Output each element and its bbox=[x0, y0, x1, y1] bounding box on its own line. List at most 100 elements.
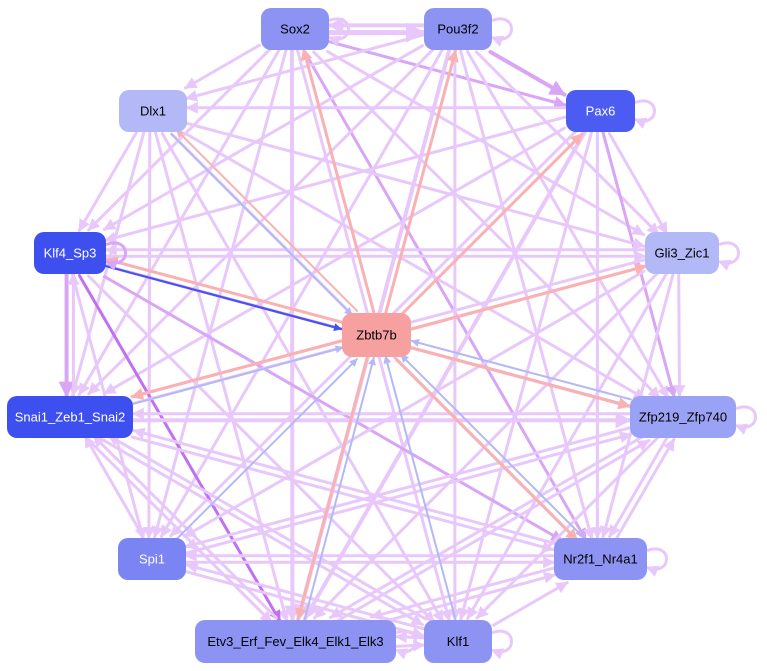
node-klf4[interactable]: Klf4_Sp3 bbox=[34, 232, 106, 274]
edge-gli3-to-etv3 bbox=[313, 270, 661, 620]
node-dlx1[interactable]: Dlx1 bbox=[119, 90, 187, 132]
edge-zbtb7b-to-etv3 bbox=[295, 354, 370, 621]
edge-sox2-to-nr2f1 bbox=[302, 50, 588, 541]
edge-pax6-to-snai1 bbox=[103, 126, 566, 395]
node-box-sox2 bbox=[261, 8, 329, 50]
self-loop-klf4 bbox=[104, 241, 127, 271]
edge-zfp219-to-zbtb7b bbox=[410, 338, 632, 401]
edge-dlx1-to-etv3 bbox=[154, 131, 290, 623]
edge-gli3-to-zfp219 bbox=[673, 272, 686, 398]
edge-zfp219-to-etv3 bbox=[329, 433, 647, 619]
edge-zbtb7b-to-pou3f2 bbox=[384, 49, 459, 316]
edge-zfp219-to-klf1 bbox=[475, 434, 661, 620]
edge-zbtb7b-to-klf4 bbox=[105, 256, 345, 324]
edge-pax6-to-klf4 bbox=[103, 115, 567, 244]
edge-sox2-to-etv3 bbox=[284, 48, 301, 622]
edge-zbtb7b-to-gli3 bbox=[410, 263, 648, 331]
node-label-klf4: Klf4_Sp3 bbox=[44, 246, 97, 261]
node-zbtb7b[interactable]: Zbtb7b bbox=[342, 313, 411, 357]
node-label-nr2f1: Nr2f1_Nr4a1 bbox=[563, 552, 637, 567]
node-box-spi1 bbox=[118, 538, 186, 580]
node-box-gli3 bbox=[645, 232, 719, 274]
node-label-pax6: Pax6 bbox=[586, 104, 616, 119]
edge-etv3-to-snai1 bbox=[92, 434, 278, 620]
node-nr2f1[interactable]: Nr2f1_Nr4a1 bbox=[554, 538, 647, 580]
edge-zbtb7b-to-nr2f1 bbox=[394, 357, 579, 542]
edge-sox2-to-pax6 bbox=[326, 39, 567, 108]
edge-pax6-to-gli3 bbox=[607, 132, 669, 235]
edge-dlx1-to-zfp219 bbox=[184, 132, 647, 401]
edge-snai1-to-zbtb7b bbox=[132, 345, 344, 405]
node-box-zbtb7b bbox=[342, 313, 411, 357]
node-box-klf4 bbox=[34, 232, 106, 274]
node-zfp219[interactable]: Zfp219_Zfp740 bbox=[630, 396, 736, 438]
edge-spi1-to-zfp219 bbox=[185, 431, 633, 555]
node-spi1[interactable]: Spi1 bbox=[118, 538, 186, 580]
node-box-zfp219 bbox=[630, 396, 736, 438]
edge-sox2-to-spi1 bbox=[151, 47, 288, 539]
self-loop-layer bbox=[104, 17, 757, 660]
edge-sox2-to-klf4 bbox=[87, 46, 273, 232]
node-box-pax6 bbox=[566, 90, 635, 132]
node-box-snai1 bbox=[7, 396, 133, 438]
edge-zbtb7b-to-zfp219 bbox=[408, 346, 631, 410]
node-gli3[interactable]: Gli3_Zic1 bbox=[645, 232, 719, 274]
edge-zfp219-to-nr2f1 bbox=[608, 435, 670, 538]
edge-nr2f1-to-zbtb7b bbox=[400, 353, 583, 537]
edge-klf4-to-zbtb7b bbox=[104, 264, 343, 332]
edge-pou3f2-to-klf4 bbox=[102, 44, 424, 231]
node-label-sox2: Sox2 bbox=[280, 22, 310, 37]
edge-dlx1-to-zbtb7b bbox=[170, 133, 353, 317]
edge-pou3f2-to-pax6 bbox=[488, 50, 567, 97]
node-sox2[interactable]: Sox2 bbox=[261, 8, 329, 50]
edge-pou3f2-to-spi1 bbox=[159, 47, 445, 538]
node-etv3[interactable]: Etv3_Erf_Fev_Elk4_Elk1_Elk3 bbox=[195, 620, 396, 663]
edge-zbtb7b-to-dlx1 bbox=[175, 128, 359, 312]
edge-klf1-to-snai1 bbox=[106, 433, 427, 621]
node-snai1[interactable]: Snai1_Zeb1_Snai2 bbox=[7, 396, 133, 438]
node-box-nr2f1 bbox=[554, 538, 647, 580]
node-label-snai1: Snai1_Zeb1_Snai2 bbox=[15, 410, 126, 425]
edge-zbtb7b-to-pax6 bbox=[399, 132, 584, 317]
edge-snai1-to-etv3 bbox=[87, 438, 273, 624]
self-loop-klf1 bbox=[490, 629, 513, 660]
node-label-zbtb7b: Zbtb7b bbox=[356, 328, 396, 343]
edge-gli3-to-spi1 bbox=[183, 269, 646, 538]
self-loop-sox2 bbox=[327, 17, 350, 47]
edge-nr2f1-to-snai1 bbox=[132, 427, 557, 545]
edge-klf4-to-klf1 bbox=[87, 274, 436, 624]
edge-klf1-to-etv3 bbox=[394, 631, 426, 644]
edge-pou3f2-to-snai1 bbox=[87, 46, 437, 396]
self-loop-nr2f1 bbox=[645, 547, 668, 577]
edge-spi1-to-snai1 bbox=[83, 435, 145, 538]
edge-klf1-to-zbtb7b bbox=[383, 355, 457, 621]
node-box-etv3 bbox=[195, 620, 396, 663]
edge-klf1-to-nr2f1 bbox=[492, 581, 569, 627]
self-loop-pax6 bbox=[633, 99, 656, 129]
node-label-zfp219: Zfp219_Zfp740 bbox=[639, 410, 727, 425]
node-label-etv3: Etv3_Erf_Fev_Elk4_Elk1_Elk3 bbox=[207, 634, 383, 649]
edge-klf4-to-nr2f1 bbox=[103, 275, 564, 543]
node-pou3f2[interactable]: Pou3f2 bbox=[424, 8, 492, 50]
edge-dlx1-to-gli3 bbox=[184, 121, 646, 250]
edge-sox2-to-dlx1 bbox=[184, 43, 261, 90]
edge-spi1-to-zbtb7b bbox=[174, 358, 358, 542]
node-label-dlx1: Dlx1 bbox=[140, 104, 166, 119]
edge-pou3f2-to-gli3 bbox=[475, 50, 660, 236]
node-label-klf1: Klf1 bbox=[447, 634, 469, 649]
edge-zbtb7b-to-sox2 bbox=[300, 47, 376, 314]
self-loop-etv3 bbox=[394, 629, 417, 660]
edge-zbtb7b-to-snai1 bbox=[130, 339, 343, 400]
edge-snai1-to-nr2f1 bbox=[130, 435, 555, 553]
node-label-gli3: Gli3_Zic1 bbox=[655, 246, 710, 261]
node-klf1[interactable]: Klf1 bbox=[424, 620, 492, 663]
self-loop-gli3 bbox=[717, 241, 740, 271]
node-box-klf1 bbox=[424, 620, 492, 663]
edge-etv3-to-zfp219 bbox=[333, 439, 651, 625]
node-box-pou3f2 bbox=[424, 8, 492, 50]
edge-pax6-to-etv3 bbox=[303, 128, 588, 621]
node-pax6[interactable]: Pax6 bbox=[566, 90, 635, 132]
edge-nr2f1-to-zfp219 bbox=[614, 438, 676, 541]
